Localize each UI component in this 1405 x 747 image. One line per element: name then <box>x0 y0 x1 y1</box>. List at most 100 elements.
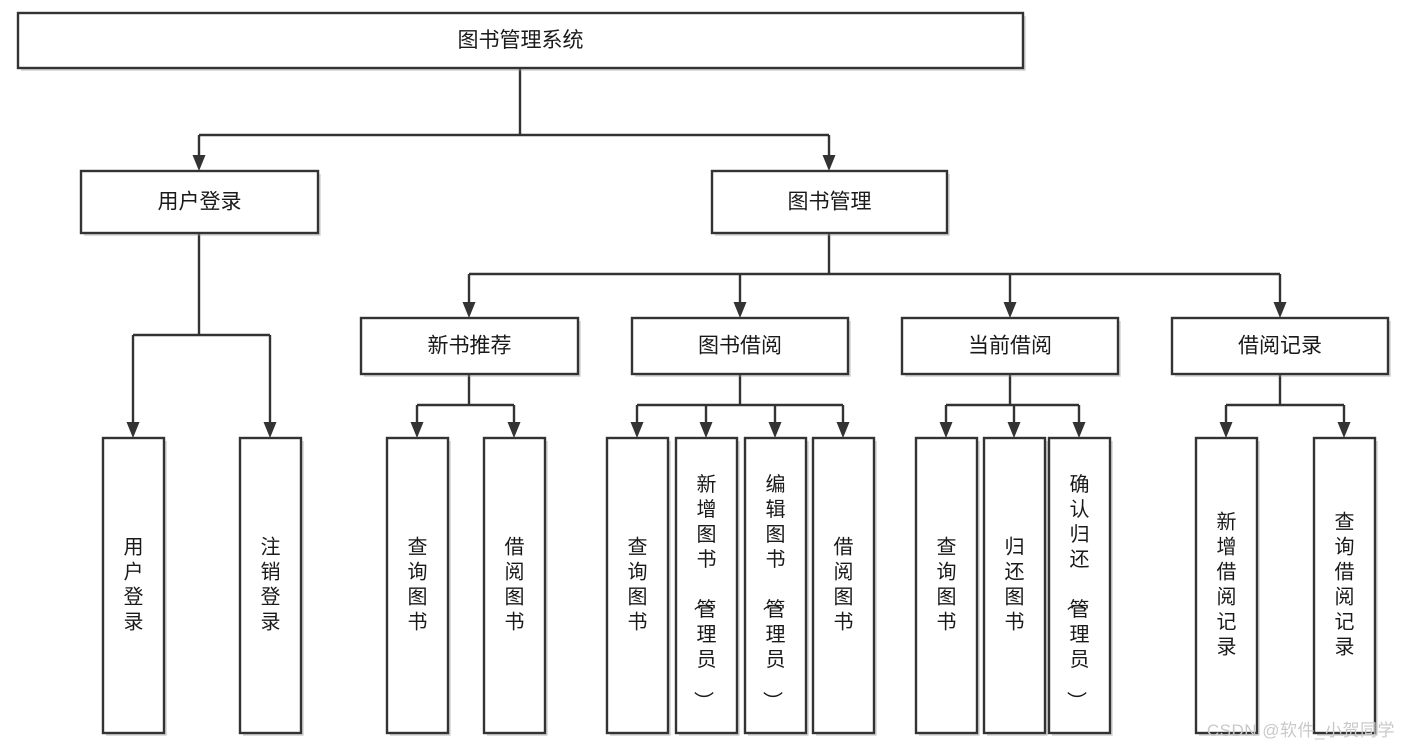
node-box[interactable] <box>1047 436 1112 735</box>
arrow-head-icon <box>410 422 424 438</box>
node-shadow <box>1199 441 1260 736</box>
node-shadow <box>1175 321 1391 377</box>
node-box[interactable] <box>710 169 949 235</box>
node-label: 编辑图书（管理员） <box>761 473 786 711</box>
arrow-head-icon <box>1003 302 1017 318</box>
node-new-book-recommend[interactable]: 新书推荐 <box>359 316 581 377</box>
node-box[interactable] <box>605 436 670 735</box>
connector-group-user-login <box>126 233 277 438</box>
node-box[interactable] <box>16 11 1025 70</box>
arrow-head-icon <box>699 422 713 438</box>
node-shadow <box>364 321 581 377</box>
node-shadow <box>919 441 980 736</box>
node-shadow <box>987 441 1048 736</box>
node-box[interactable] <box>811 436 876 735</box>
node-leaf-query-book-recommend[interactable]: 查询图书 <box>385 436 451 736</box>
node-borrow-record[interactable]: 借阅记录 <box>1170 316 1391 377</box>
node-label: 查询图书 <box>408 536 428 634</box>
arrow-head-icon <box>507 422 521 438</box>
node-shadow <box>84 174 321 236</box>
node-label: 查询图书 <box>628 536 648 634</box>
node-shadow <box>610 441 671 736</box>
connector-group-book-management <box>462 233 1287 318</box>
node-label: 查询借阅记录 <box>1335 511 1355 659</box>
node-box[interactable] <box>1194 436 1259 735</box>
node-shadow <box>1052 441 1113 736</box>
arrow-head-icon <box>126 422 140 438</box>
node-leaf-add-borrow-record[interactable]: 新增借阅记录 <box>1194 436 1260 736</box>
node-box[interactable] <box>238 436 303 735</box>
node-leaf-logout[interactable]: 注销登录 <box>238 436 304 736</box>
node-box[interactable] <box>914 436 979 735</box>
node-leaf-borrow-book-recommend[interactable]: 借阅图书 <box>482 436 548 736</box>
node-shadow <box>679 441 740 736</box>
arrow-head-icon <box>822 155 836 171</box>
node-box[interactable] <box>1312 436 1377 735</box>
node-box[interactable] <box>900 316 1120 376</box>
arrow-head-icon <box>1219 422 1233 438</box>
node-label: 借阅记录 <box>1238 335 1322 358</box>
node-layer: 图书管理系统用户登录图书管理新书推荐图书借阅当前借阅借阅记录用户登录注销登录查询… <box>16 11 1391 736</box>
node-book-management[interactable]: 图书管理 <box>710 169 950 236</box>
node-leaf-query-book-current[interactable]: 查询图书 <box>914 436 980 736</box>
node-box[interactable] <box>982 436 1047 735</box>
node-box[interactable] <box>1170 316 1390 376</box>
node-shadow <box>748 441 809 736</box>
node-current-borrow[interactable]: 当前借阅 <box>900 316 1121 377</box>
node-leaf-edit-book-admin[interactable]: 编辑图书（管理员） <box>743 436 809 736</box>
csdn-watermark: CSDN @软件_小贺同学 <box>1206 721 1395 740</box>
node-shadow <box>1317 441 1378 736</box>
node-label: 新书推荐 <box>428 335 512 358</box>
node-box[interactable] <box>743 436 808 735</box>
node-box[interactable] <box>79 169 320 235</box>
node-label: 查询图书 <box>937 536 957 634</box>
connector-group-borrow-record <box>1219 374 1351 438</box>
arrow-head-icon <box>1072 422 1086 438</box>
node-label: 归还图书 <box>1005 536 1025 634</box>
node-label: 用户登录 <box>158 191 242 214</box>
node-leaf-return-book[interactable]: 归还图书 <box>982 436 1048 736</box>
node-leaf-confirm-return-admin[interactable]: 确认归还（管理员） <box>1047 436 1113 736</box>
arrow-head-icon <box>939 422 953 438</box>
node-box[interactable] <box>630 316 850 376</box>
node-shadow <box>487 441 548 736</box>
node-leaf-query-book-borrow[interactable]: 查询图书 <box>605 436 671 736</box>
node-shadow <box>635 321 851 377</box>
connector-layer <box>126 68 1351 438</box>
node-shadow <box>106 441 167 736</box>
arrow-head-icon <box>192 155 206 171</box>
node-box[interactable] <box>385 436 450 735</box>
node-label: 图书管理 <box>788 191 872 214</box>
node-label: 借阅图书 <box>505 536 525 634</box>
connector-group-current-borrow <box>939 374 1086 438</box>
node-book-borrow[interactable]: 图书借阅 <box>630 316 851 377</box>
node-shadow <box>816 441 877 736</box>
arrow-head-icon <box>768 422 782 438</box>
node-box[interactable] <box>674 436 739 735</box>
node-box[interactable] <box>482 436 547 735</box>
node-label: 注销登录 <box>261 536 281 634</box>
node-label: 用户登录 <box>124 537 144 634</box>
arrow-head-icon <box>263 422 277 438</box>
node-box[interactable] <box>359 316 580 376</box>
node-box[interactable] <box>101 436 166 735</box>
node-label: 图书借阅 <box>698 335 782 358</box>
node-shadow <box>715 174 950 236</box>
node-root[interactable]: 图书管理系统 <box>16 11 1026 71</box>
node-leaf-borrow-book[interactable]: 借阅图书 <box>811 436 877 736</box>
node-label: 新增借阅记录 <box>1217 511 1237 659</box>
node-leaf-user-login[interactable]: 用户登录 <box>101 436 167 736</box>
node-leaf-query-borrow-record[interactable]: 查询借阅记录 <box>1312 436 1378 736</box>
node-label: 确认归还（管理员） <box>1065 473 1090 711</box>
node-user-login[interactable]: 用户登录 <box>79 169 321 236</box>
arrow-head-icon <box>630 422 644 438</box>
node-shadow <box>21 16 1026 71</box>
connector-group-book-borrow <box>630 374 850 438</box>
node-label: 当前借阅 <box>968 335 1052 358</box>
node-label: 图书管理系统 <box>458 29 584 52</box>
node-leaf-add-book-admin[interactable]: 新增图书（管理员） <box>674 436 740 736</box>
connector-group-root <box>192 68 836 171</box>
connector-group-new-book-recommend <box>410 374 521 438</box>
